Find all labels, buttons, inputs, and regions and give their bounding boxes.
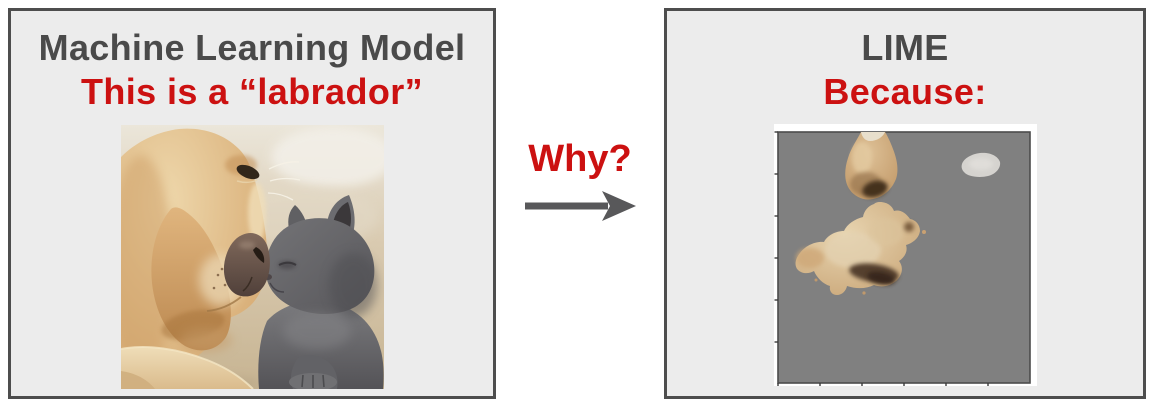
- snout-superpixel: [795, 202, 926, 295]
- labrador-cat-photo: [120, 125, 384, 389]
- lime-because-label: Because:: [823, 71, 987, 112]
- right-arrow-icon: [525, 191, 636, 221]
- why-connector: Why?: [496, 138, 664, 224]
- model-panel: Machine Learning Model This is a “labrad…: [8, 8, 496, 399]
- model-prediction-label: This is a “labrador”: [80, 71, 424, 112]
- lime-explanation-plot: [773, 124, 1037, 386]
- model-panel-title: Machine Learning Model: [38, 27, 466, 68]
- why-label: Why?: [528, 138, 632, 180]
- dog-illustration: [120, 128, 300, 389]
- lime-panel-title: LIME: [861, 27, 949, 68]
- cat-illustration: [257, 195, 384, 389]
- axis-ticks: [774, 131, 989, 386]
- lime-panel: LIME Because:: [664, 8, 1146, 399]
- ear-superpixel: [844, 132, 897, 200]
